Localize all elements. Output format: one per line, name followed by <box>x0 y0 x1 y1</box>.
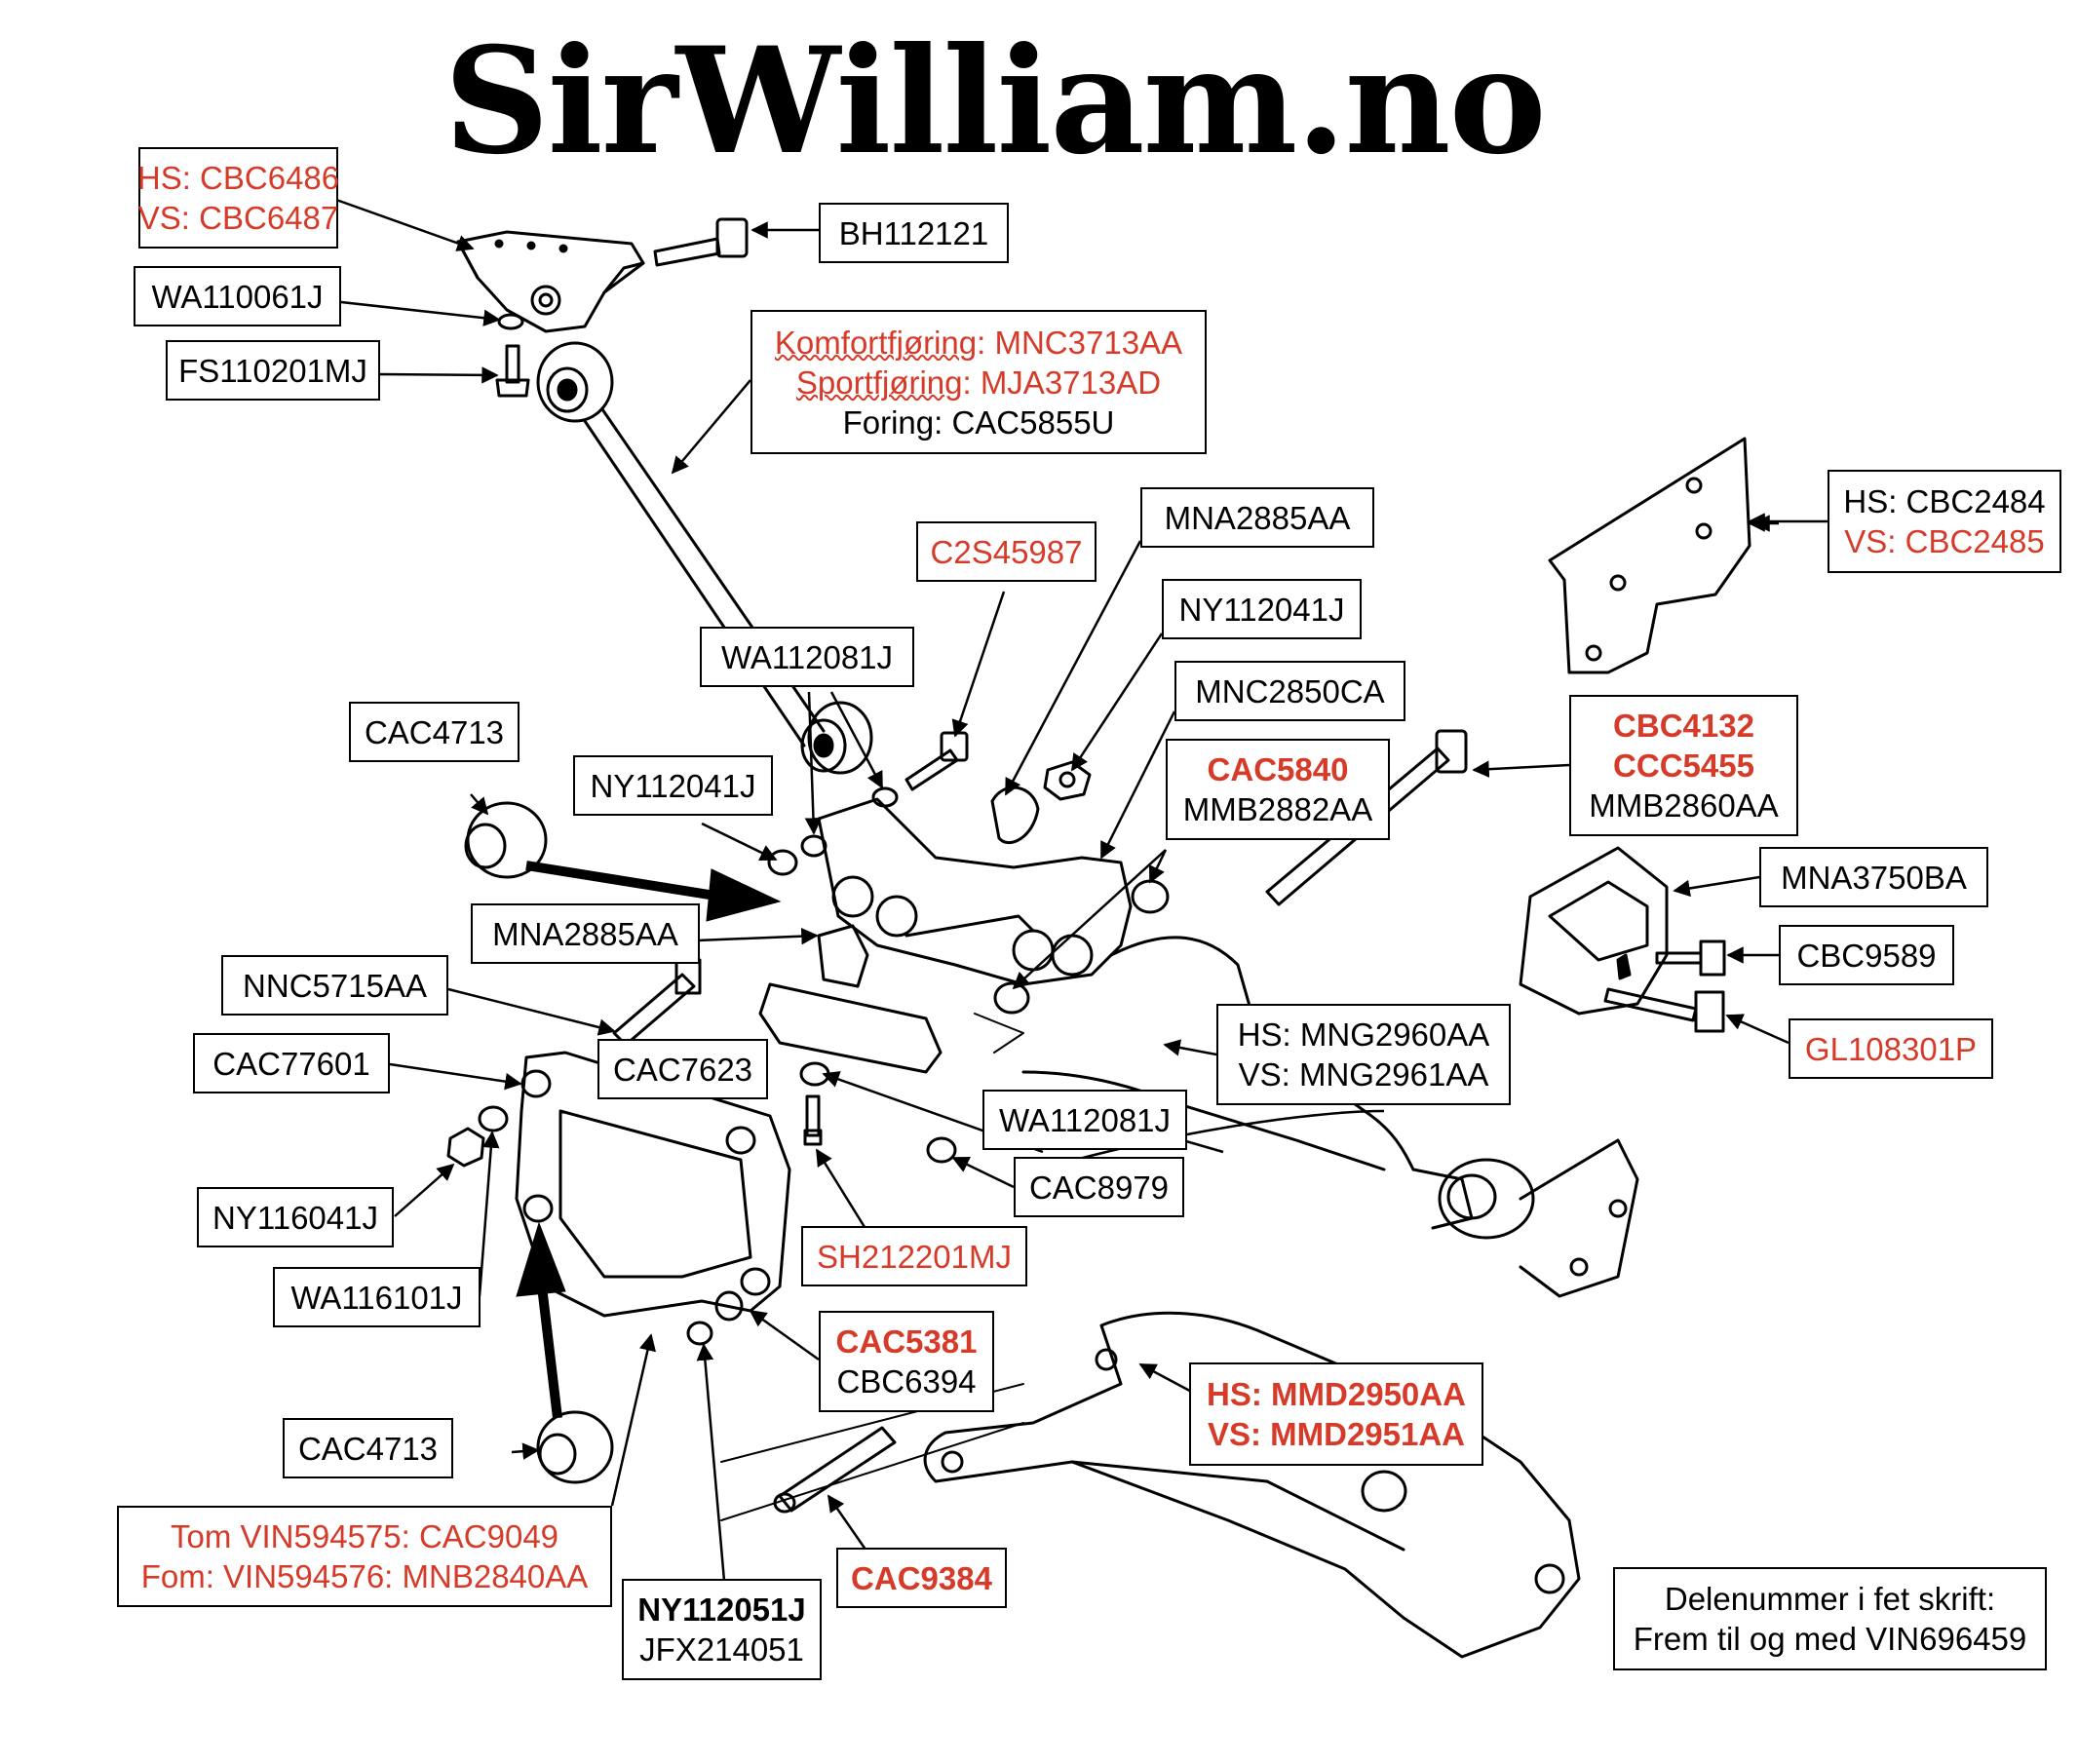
label-right-bracket: HS: CBC2484 VS: CBC2485 <box>1828 470 2061 573</box>
label-wa116: WA116101J <box>273 1267 481 1327</box>
label-ny112051: NY112051J JFX214051 <box>622 1579 822 1680</box>
label-bolt-top: BH112121 <box>819 203 1009 263</box>
thick-arrow <box>516 861 782 1419</box>
fs-bolt-part <box>495 344 530 398</box>
trailing-arm-part <box>923 1311 1581 1659</box>
side-bracket-part <box>1519 846 1669 1016</box>
nut-part <box>1043 760 1092 801</box>
label-link: Komfortfjøring: MNC3713AA Sportfjøring: … <box>750 310 1207 454</box>
short-bolt-part <box>1655 940 1726 977</box>
washer-part <box>478 1105 509 1132</box>
mid-bushing-part <box>800 701 873 775</box>
small-washer-part <box>800 834 827 858</box>
wedge-part <box>990 786 1040 845</box>
small-washer-part <box>871 786 899 808</box>
site-title: SirWilliam.no <box>443 16 1546 187</box>
label-ny-left: NY112041J <box>573 755 773 816</box>
label-cac8979: CAC8979 <box>1014 1157 1184 1217</box>
label-ny-right: NY112041J <box>1162 579 1362 639</box>
small-bolt-part <box>904 731 969 791</box>
label-mna3750: MNA3750BA <box>1759 847 1988 907</box>
long-bolt-part <box>1603 987 1725 1033</box>
label-upper-mount: HS: CBC6486 VS: CBC6487 <box>136 147 340 249</box>
bushing-part <box>464 801 548 879</box>
label-ny112051-primary: NY112051J <box>637 1591 806 1628</box>
label-mmd-vs: VS: MMD2951AA <box>1207 1416 1466 1452</box>
label-wa-lower: WA112081J <box>982 1090 1187 1150</box>
label-link-sport: Sportfjøring: MJA3713AD <box>795 364 1162 401</box>
label-link-bushing: Foring: CAC5855U <box>842 403 1115 441</box>
label-sh212: SH212201MJ <box>801 1226 1027 1286</box>
label-cbc4132-primary: CBC4132 <box>1613 708 1754 744</box>
label-cac4713-top: CAC4713 <box>349 702 520 762</box>
label-mmd: HS: MMD2950AA VS: MMD2951AA <box>1189 1362 1483 1466</box>
label-cac4713-bottom: CAC4713 <box>283 1418 453 1478</box>
label-ny112051-secondary: JFX214051 <box>639 1631 804 1668</box>
label-mna-mid: MNA2885AA <box>471 903 700 964</box>
upper-mount-bracket-part <box>456 230 645 333</box>
label-cbc4132-later: MMB2860AA <box>1589 787 1779 824</box>
label-mmd-hs: HS: MMD2950AA <box>1207 1376 1466 1412</box>
label-gl108: GL108301P <box>1789 1018 1993 1079</box>
crossmember-part <box>817 797 1133 986</box>
label-c2s: C2S45987 <box>916 521 1097 582</box>
label-mng: HS: MNG2960AA VS: MNG2961AA <box>1216 1004 1511 1105</box>
note-line-1: Delenummer i fet skrift: <box>1664 1581 1996 1617</box>
label-vin-after: Fom: VIN594576: MNB2840AA <box>140 1558 589 1594</box>
label-mng-hs: HS: MNG2960AA <box>1237 1016 1490 1053</box>
small-nut-part <box>686 1321 713 1346</box>
label-cac5381-primary: CAC5381 <box>835 1323 978 1360</box>
label-mna-top: MNA2885AA <box>1140 487 1374 548</box>
label-cac5381-secondary: CBC6394 <box>836 1363 977 1400</box>
label-bolt-fs: FS110201MJ <box>166 340 380 401</box>
small-nut-part <box>767 849 798 876</box>
label-right-bracket-vs: VS: CBC2485 <box>1844 523 2045 559</box>
right-bracket-part <box>1548 437 1751 674</box>
label-mnc2850: MNC2850CA <box>1174 661 1405 721</box>
top-bolt-part <box>653 217 749 267</box>
label-nnc: NNC5715AA <box>221 955 448 1016</box>
label-cac5840: CAC5840 MMB2882AA <box>1166 739 1390 840</box>
label-upper-mount-vs: VS: CBC6487 <box>137 200 339 236</box>
top-washer-part <box>497 313 524 330</box>
label-cac5840-secondary: MMB2882AA <box>1182 791 1373 827</box>
note-box: Delenummer i fet skrift: Frem til og med… <box>1613 1567 2047 1670</box>
label-washer-top: WA110061J <box>134 266 341 326</box>
label-cac5840-primary: CAC5840 <box>1207 751 1349 787</box>
plate-part <box>758 982 943 1074</box>
label-ny116: NY116041J <box>197 1187 394 1247</box>
label-upper-mount-hs: HS: CBC6486 <box>136 160 340 196</box>
bushing-part <box>536 1410 614 1484</box>
label-vin: Tom VIN594575: CAC9049 Fom: VIN594576: M… <box>117 1506 612 1607</box>
bolt-part <box>803 1094 823 1146</box>
label-right-bracket-hs: HS: CBC2484 <box>1843 483 2046 519</box>
stud-part <box>612 958 702 1047</box>
label-link-comfort: Komfortfjøring: MNC3713AA <box>774 324 1183 361</box>
label-cbc4132-alt: CCC5455 <box>1613 748 1754 784</box>
label-cbc9589: CBC9589 <box>1779 925 1954 985</box>
nut-part <box>1131 879 1170 914</box>
label-vin-before: Tom VIN594575: CAC9049 <box>170 1518 559 1554</box>
label-cac7623: CAC7623 <box>597 1039 768 1099</box>
wedge-part <box>817 924 869 988</box>
label-cac5381: CAC5381 CBC6394 <box>819 1311 994 1412</box>
label-cbc4132: CBC4132 CCC5455 MMB2860AA <box>1569 695 1798 836</box>
nut-part <box>993 981 1030 1015</box>
label-cac77601: CAC77601 <box>193 1033 390 1093</box>
label-mng-vs: VS: MNG2961AA <box>1238 1056 1489 1093</box>
label-cac9384: CAC9384 <box>836 1548 1007 1608</box>
nut-part <box>446 1127 485 1168</box>
label-washer-mid: WA112081J <box>700 627 914 687</box>
washer-part <box>926 1136 957 1164</box>
note-line-2: Frem til og med VIN696459 <box>1633 1621 2027 1657</box>
lower-frame-part <box>515 1051 791 1322</box>
